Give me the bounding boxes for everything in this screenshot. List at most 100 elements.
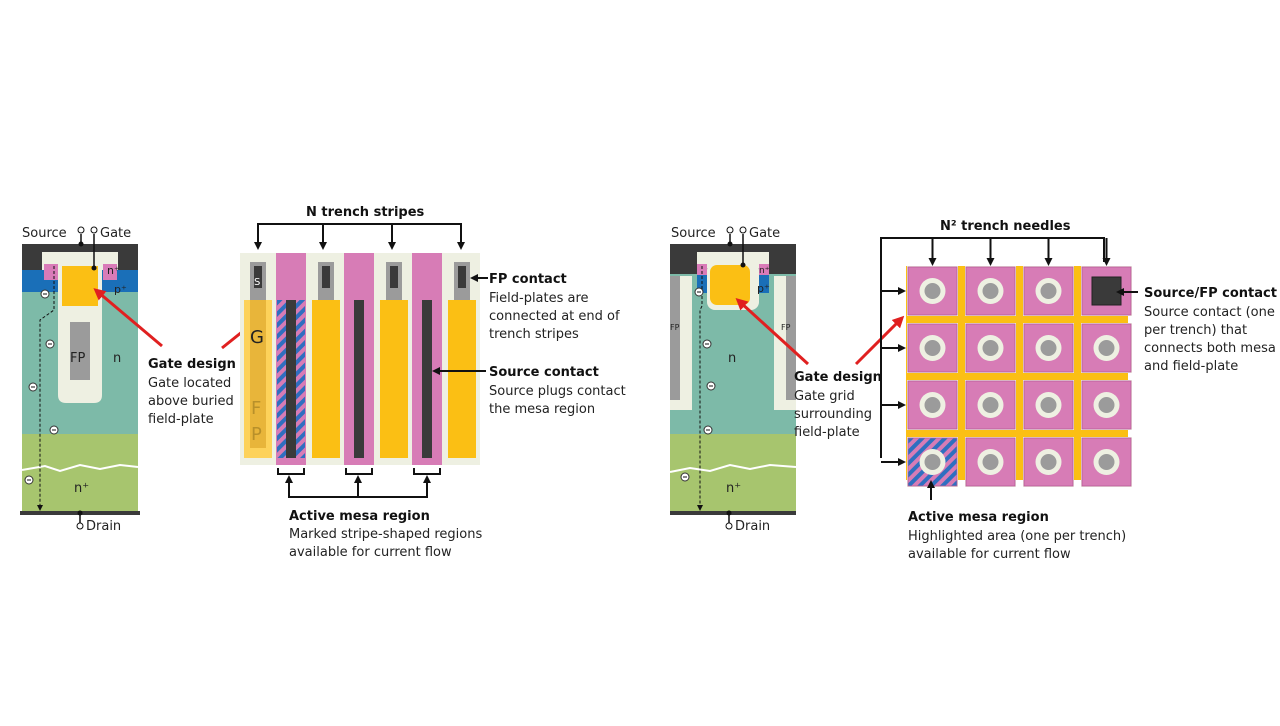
gate-terminal-icon — [739, 226, 747, 234]
mesa-brackets — [277, 468, 441, 475]
gate-label: Gate — [100, 226, 131, 241]
needle-field-plate — [1040, 340, 1057, 356]
fp-contact-title: FP contact — [489, 272, 567, 287]
gate-design-title: Gate design — [148, 357, 236, 372]
source-fp-line: Source contact (one — [1144, 305, 1275, 320]
n-plus-substrate — [670, 434, 796, 512]
source-terminal-icon — [726, 226, 734, 234]
source-plug — [286, 300, 296, 458]
needle-field-plate — [924, 454, 941, 470]
right-field-plate — [786, 276, 796, 400]
gate-design-arrow-2 — [854, 315, 905, 366]
mesa-bracket — [277, 468, 305, 475]
mesa-title: Active mesa region — [289, 509, 430, 524]
source-fp-contact — [1091, 276, 1122, 306]
mesa-bracket — [413, 468, 441, 475]
fp-contact-line: connected at end of — [489, 309, 620, 324]
mesa-line: Marked stripe-shaped regions — [289, 527, 482, 542]
source-contact-line: Source plugs contact — [489, 384, 626, 399]
n-label: n — [728, 351, 736, 366]
field-plate — [70, 322, 90, 380]
gate-design-line: Gate located — [148, 376, 231, 391]
stripe-layout: N trench stripes S G F P FP contact Fiel… — [240, 205, 626, 560]
gate-design-arrow — [93, 288, 163, 348]
gate-stripe — [380, 300, 408, 458]
n-plus-right — [103, 264, 117, 280]
source-contact-title: Source contact — [489, 365, 599, 380]
current-path — [37, 266, 55, 511]
n-plus-label: n⁺ — [74, 481, 89, 496]
needle-field-plate — [1040, 283, 1057, 299]
fp-contact-plug — [390, 266, 398, 288]
fp-contact-plug — [458, 266, 466, 288]
gate-design-line: above buried — [148, 394, 234, 409]
n-plus-left — [697, 264, 707, 275]
fp-contact-plug — [254, 266, 262, 288]
needle-field-plate — [982, 397, 999, 413]
fp-contact-line: trench stripes — [489, 327, 579, 342]
fp-right-label: FP — [781, 323, 791, 332]
drain-label: Drain — [86, 519, 121, 534]
gate-label: Gate — [749, 226, 780, 241]
needle-field-plate — [1040, 397, 1057, 413]
electron-icons — [680, 287, 716, 482]
mesa-bracket — [345, 468, 373, 475]
needle-arrows — [881, 238, 1111, 466]
source-fp-title: Source/FP contact — [1144, 286, 1277, 301]
mesa-title: Active mesa region — [908, 510, 1049, 525]
drain-metal — [670, 511, 796, 515]
n-plus-substrate — [22, 434, 138, 512]
n-plus-top-label: n⁺ — [759, 266, 770, 276]
break-line — [21, 463, 139, 473]
gate-stripe — [448, 300, 476, 458]
fp-letter-f: F — [251, 398, 261, 419]
needle-field-plate — [924, 397, 941, 413]
gate-terminal-icon — [90, 226, 98, 234]
needle-field-plate — [924, 283, 941, 299]
break-line — [669, 463, 797, 473]
current-path — [697, 266, 703, 511]
n-plus-right — [759, 264, 769, 275]
mesa-line: available for current flow — [289, 545, 452, 560]
needle-title: N² trench needles — [940, 219, 1071, 234]
g-label: G — [250, 327, 264, 348]
gate-design-line: field-plate — [794, 425, 860, 440]
needle-field-plate — [982, 454, 999, 470]
gate-design-line: Gate grid — [794, 389, 855, 404]
p-label: p⁺ — [114, 283, 127, 296]
source-plug — [422, 300, 432, 458]
n-label: n — [113, 351, 121, 366]
fp-label: FP — [70, 351, 85, 366]
source-label: Source — [671, 226, 716, 241]
source-fp-line: per trench) that — [1144, 323, 1247, 338]
source-label: Source — [22, 226, 67, 241]
needle-grid — [907, 266, 1132, 487]
fp-letter-p: P — [251, 424, 262, 445]
mesa-line: Highlighted area (one per trench) — [908, 529, 1126, 544]
n-plus-label: n⁺ — [726, 481, 741, 496]
left-cross-section: n⁺ p⁺ FP n n⁺ Source Gate Drain Gate des… — [20, 226, 267, 534]
needle-field-plate — [1040, 454, 1057, 470]
source-fp-line: and field-plate — [1144, 359, 1238, 374]
drain-terminal-icon — [725, 522, 733, 530]
electron-icons — [24, 289, 59, 485]
needle-field-plate — [1098, 397, 1115, 413]
gate-design-title: Gate design — [794, 370, 882, 385]
stripe-group — [244, 253, 476, 465]
needle-field-plate — [982, 340, 999, 356]
s-label: S — [254, 277, 260, 288]
needle-field-plate — [1098, 454, 1115, 470]
gate-design-line: surrounding — [794, 407, 872, 422]
source-plug — [354, 300, 364, 458]
fp-contact-line: Field-plates are — [489, 291, 589, 306]
source-contact-line: the mesa region — [489, 402, 595, 417]
needle-layout: N² trench needles Source/FP contact Sour… — [880, 219, 1277, 562]
left-field-plate — [670, 276, 680, 400]
n-plus-left — [44, 264, 58, 280]
gate-electrode — [710, 265, 750, 305]
buried-field-plate — [250, 300, 266, 448]
needle-field-plate — [924, 340, 941, 356]
drain-terminal-icon — [76, 522, 84, 530]
gate-stripe — [312, 300, 340, 458]
